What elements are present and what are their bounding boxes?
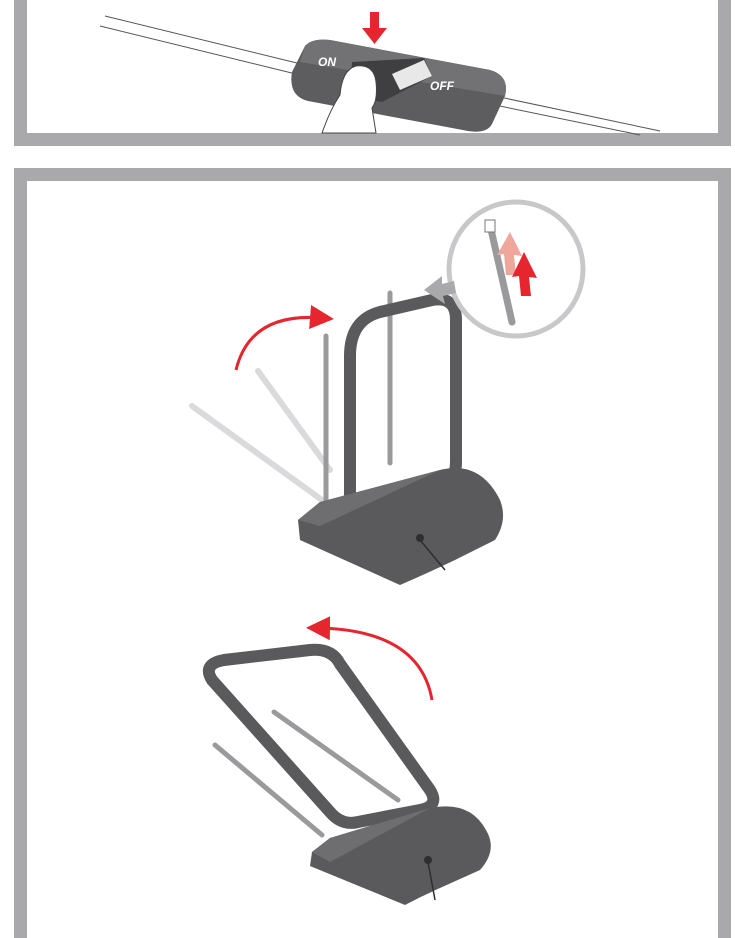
arrow-down-icon — [362, 12, 387, 44]
antenna-rotated-illustration — [209, 650, 491, 905]
rod-ghost-left — [192, 371, 330, 500]
power-switch-illustration: ON OFF — [291, 40, 506, 132]
antenna-upright-illustration — [298, 293, 503, 585]
switch-off-label: OFF — [430, 79, 455, 93]
switch-on-label: ON — [318, 55, 336, 69]
curved-arrow-icon — [236, 317, 322, 370]
